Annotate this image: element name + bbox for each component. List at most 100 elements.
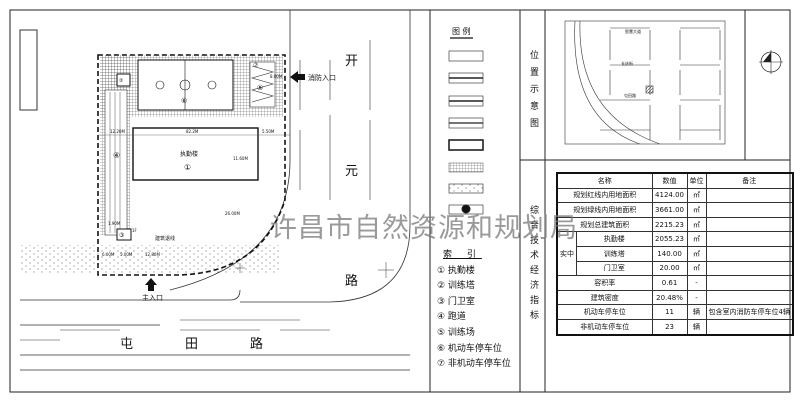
legend-green-symbol (448, 183, 484, 194)
cell-value: 20.48% (651, 289, 688, 306)
cell-unit: 辆 (686, 304, 707, 320)
cell-name: 容积率 (556, 275, 653, 291)
cell-unit: ㎡ (686, 187, 707, 204)
cell-unit: ㎡ (686, 260, 707, 277)
dimension: 12.20M (110, 129, 125, 134)
index-item: ⑤ 训练场 (437, 327, 475, 338)
dimension: 1.90M (108, 221, 121, 226)
dimensions: 12.20M 82.2M 5.50M 11.60M 6.00M 5.00M 12… (98, 74, 290, 257)
index-panel: 索 引 ① 执勤楼 ② 训练塔 ③ 门卫室 ④ 跑道 ⑤ 训练场 ⑥ 机动车停车… (437, 248, 511, 373)
cell-value: 140.00 (651, 245, 688, 262)
table-header: 数值 (651, 172, 688, 189)
cell-value: 0.61 (651, 275, 688, 291)
cell-value: 11 (651, 304, 688, 320)
legend-paving-symbol (448, 162, 484, 173)
legend-building-symbol (448, 139, 484, 151)
cell-value: 3661.00 (651, 202, 688, 218)
table-header-row: 名称 数值 单位 备注 (556, 172, 794, 189)
cell-note (705, 187, 794, 204)
gate-floors: 1F (132, 228, 138, 233)
office-label: 执勤楼 (180, 150, 198, 158)
setback-label: 建筑退线 (155, 235, 175, 242)
cell-name: 训练塔 (576, 245, 653, 262)
office-building (132, 127, 259, 181)
cell-note (705, 245, 794, 262)
cell-note (705, 260, 794, 277)
fire-entrance-arrow-icon (290, 71, 305, 83)
gate-number: ③ (119, 232, 124, 239)
road-label-kaiyuan: 元 (345, 164, 358, 179)
table-header: 名称 (556, 172, 653, 189)
neighbor-building (19, 29, 38, 111)
legend-setback-symbol (448, 117, 484, 129)
cell-note: 包含室内消防车停车位4辆 (705, 304, 794, 320)
cell-value: 23 (651, 318, 688, 336)
cell-value: 20.00 (651, 260, 688, 277)
cell-name: 建筑密度 (556, 289, 653, 306)
legend-road-symbol (448, 50, 484, 62)
location-map (564, 20, 726, 145)
cell-unit: - (686, 275, 707, 291)
cell-unit: ㎡ (686, 202, 707, 218)
legend-redline-symbol (448, 72, 484, 84)
office-number: ① (184, 163, 191, 172)
north-arrow-icon (759, 50, 783, 74)
main-entrance-label: 主入口 (142, 293, 163, 302)
road-label-tuntian: 路 (250, 336, 263, 352)
cell-name: 规划红线内用地面积 (556, 187, 653, 204)
road-label-kaiyuan: 开 (345, 54, 358, 69)
roads (20, 10, 411, 371)
dimension: 11.60M (233, 156, 248, 161)
cell-note (705, 289, 794, 306)
index-item: ⑥ 机动车停车位 (437, 343, 502, 354)
court-number: ⑥ (181, 97, 187, 105)
dimension: 5.50M (262, 129, 275, 134)
table-header: 备注 (705, 172, 794, 189)
dimension: 82.2M (186, 129, 199, 134)
legend-greenline-symbol (448, 95, 484, 107)
site-redline (97, 54, 286, 276)
cell-name: 非机动车停车位 (556, 318, 653, 336)
map-label: 智慧大道 (625, 28, 641, 34)
training-tower (116, 73, 131, 87)
index-item: ⑦ 非机动车停车位 (437, 359, 511, 370)
cell-name: 机动车停车位 (556, 304, 653, 320)
dimension: 8.00M (270, 74, 283, 79)
table-header: 单位 (686, 172, 707, 189)
tech-indicators-title: 综合技术经济指标 (528, 205, 538, 325)
map-label: 长庆街 (621, 60, 633, 66)
green-belt (20, 245, 280, 273)
guard-house (116, 228, 132, 241)
legend-symbols (448, 50, 484, 215)
bike-parking-number: ⑦ (253, 62, 259, 69)
cell-note (705, 231, 794, 247)
dimension: 5.00M (120, 252, 133, 257)
cell-name: 执勤楼 (576, 231, 653, 247)
dimension: 26.00M (225, 211, 240, 216)
legend-title: 图 例 (452, 26, 471, 36)
cell-value: 2215.23 (651, 216, 688, 233)
map-label: 屯田路 (624, 92, 636, 98)
cell-name: 门卫室 (576, 260, 653, 277)
dimension: 12.80M (145, 252, 160, 257)
cell-unit: 辆 (686, 318, 707, 336)
fire-entrance-label: 消防入口 (308, 73, 336, 82)
watermark: 许昌市自然资源和规划局 (270, 213, 578, 244)
tower-number: ② (119, 78, 124, 84)
index-item: ④ 跑道 (437, 312, 466, 323)
cell-note (705, 216, 794, 233)
track-number: ④ (113, 151, 120, 160)
parking-number: ⑤ (257, 84, 263, 92)
road-label-tuntian: 田 (185, 337, 198, 352)
index-title: 索 引 (443, 250, 482, 260)
parking-area (249, 61, 276, 108)
